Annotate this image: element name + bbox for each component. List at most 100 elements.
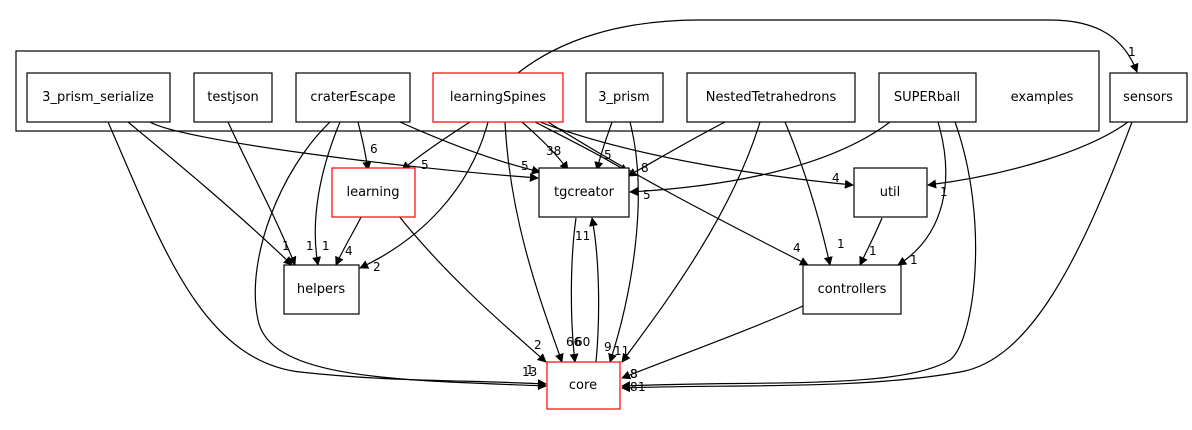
- edge-prism-core: [608, 121, 639, 363]
- node-learningSpines-box: [432, 72, 564, 123]
- node-tgcreator-box: [538, 167, 630, 218]
- node-NestedTetrahedrons[interactable]: NestedTetrahedrons: [686, 72, 856, 123]
- edge-label-craterEscape-learning: 6: [370, 142, 378, 156]
- edge-sensors-core: [621, 121, 1133, 393]
- node-core-box: [546, 361, 621, 410]
- node-testjson-label: testjson: [207, 90, 259, 105]
- edge-craterEscape-tgcreator: [399, 121, 541, 175]
- edge-craterEscape-helpers: [312, 121, 341, 266]
- edge-label-craterEscape-tgcreator: 5: [521, 159, 529, 173]
- node-3-prism-label: 3_prism: [598, 90, 649, 105]
- node-testjson-box: [193, 72, 273, 123]
- edge-learning-helpers: [335, 214, 363, 266]
- edge-learningSpines-tgcreator: [521, 121, 569, 171]
- edge-label-learningSpines-util: 4: [832, 171, 840, 185]
- edge-nested-core: [621, 121, 761, 363]
- node-sensors-box: [1109, 72, 1188, 123]
- node-controllers-label: controllers: [818, 282, 887, 297]
- edge-label-core-in-right-c: 8: [630, 380, 638, 394]
- node-craterEscape-box: [295, 72, 411, 123]
- edge-util-controllers: [859, 217, 883, 266]
- edge-label-learningSpines-sensors: 1: [1128, 45, 1136, 59]
- node-craterEscape-label: craterEscape: [310, 90, 395, 105]
- edge-controllers-core: [621, 305, 804, 380]
- node-learning[interactable]: learning: [331, 167, 416, 218]
- node-util-label: util: [880, 185, 901, 200]
- node-3-prism-box: [585, 72, 664, 123]
- node-3-prism[interactable]: 3_prism: [585, 72, 664, 123]
- edge-nested-tgcreator: [627, 121, 726, 177]
- edge-craterEscape-learning: [357, 121, 372, 171]
- edge-label-craterEscape-helpers: 1: [322, 239, 330, 253]
- node-util[interactable]: util: [853, 167, 928, 218]
- node-helpers-label: helpers: [297, 282, 345, 297]
- edge-label-sensors-util: 1: [940, 185, 948, 199]
- edge-superball-tgcreator: [629, 121, 891, 197]
- edge-learningSpines-util: [539, 121, 854, 189]
- node-SUPERball-label: SUPERball: [894, 90, 960, 105]
- edge-label-prism-serialize-core: 13: [522, 365, 537, 379]
- node-SUPERball[interactable]: SUPERball: [878, 72, 977, 123]
- edge-layer: 1 1 13 1 6 1 1 5: [107, 19, 1139, 394]
- edge-superball-core: [621, 121, 977, 391]
- edge-label-craterEscape-core: 1: [526, 363, 534, 377]
- node-3-prism-serialize-box: [26, 72, 171, 123]
- node-learning-box: [331, 167, 416, 218]
- node-util-box: [853, 167, 928, 218]
- node-controllers[interactable]: controllers: [802, 264, 902, 315]
- node-core[interactable]: core: [546, 361, 621, 410]
- edge-label-controllers-core: 8: [630, 367, 638, 381]
- examples-cluster-label: examples: [1011, 90, 1074, 105]
- edge-label-learningSpines-controllers: 4: [793, 241, 801, 255]
- edge-sensors-util: [927, 121, 1129, 189]
- edge-learningSpines-tgcreator-secondary: [534, 121, 629, 173]
- edge-label-nested-controllers: 1: [837, 237, 845, 251]
- edge-tgcreator-core: [569, 217, 579, 363]
- node-3-prism-serialize[interactable]: 3_prism_serialize: [26, 72, 171, 123]
- edge-label-superball-core: 8: [630, 367, 638, 381]
- edge-learningSpines-controllers: [547, 121, 809, 266]
- node-tgcreator-label: tgcreator: [554, 185, 615, 200]
- edge-prism-serialize-helpers: [127, 121, 293, 266]
- edge-label-testjson-helpers: 1: [306, 239, 314, 253]
- node-layer: 3_prism_serialize testjson craterEscape …: [26, 72, 1188, 410]
- node-3-prism-serialize-label: 3_prism_serialize: [42, 90, 154, 105]
- node-helpers-box: [283, 264, 360, 315]
- edge-learning-core: [397, 214, 547, 363]
- node-sensors[interactable]: sensors: [1109, 72, 1188, 123]
- edge-label-superball-controllers: 1: [910, 253, 918, 267]
- node-testjson[interactable]: testjson: [193, 72, 273, 123]
- node-core-label: core: [569, 378, 597, 393]
- edge-label-learningSpines-helpers: 2: [373, 260, 381, 274]
- edge-label-tgcreator-core: 60: [575, 335, 590, 349]
- edge-label-prism-serialize-helpers: 1: [282, 239, 290, 253]
- edge-learningSpines-helpers: [359, 121, 489, 269]
- edge-learningSpines-sensors: [517, 19, 1139, 74]
- edge-label-sensors-core: 1: [638, 380, 646, 394]
- node-sensors-label: sensors: [1123, 90, 1173, 105]
- edge-label-learning-helpers: 4: [345, 244, 353, 258]
- edge-label-core-in-right-a: 9: [604, 340, 612, 354]
- edge-label-learningSpines-tgcreator: 38: [546, 144, 561, 158]
- node-learningSpines[interactable]: learningSpines: [432, 72, 564, 123]
- node-learningSpines-label: learningSpines: [450, 90, 546, 105]
- edge-nested-controllers: [784, 121, 833, 266]
- node-tgcreator[interactable]: tgcreator: [538, 167, 630, 218]
- edge-prism-serialize-core: [107, 121, 547, 389]
- edge-label-prism-core: 5: [643, 188, 651, 202]
- edge-label-learning-core: 2: [534, 338, 542, 352]
- edge-label-learningSpines-learning: 5: [421, 158, 429, 172]
- edge-testjson-helpers: [227, 121, 297, 266]
- edge-label-util-controllers: 1: [869, 244, 877, 258]
- edge-craterEscape-core: [254, 121, 547, 391]
- edge-core-tgcreator: [589, 217, 600, 363]
- edge-label-learningSpines-tgcreator-secondary: 8: [641, 161, 649, 175]
- node-controllers-box: [802, 264, 902, 315]
- node-SUPERball-box: [878, 72, 977, 123]
- node-craterEscape[interactable]: craterEscape: [295, 72, 411, 123]
- node-NestedTetrahedrons-box: [686, 72, 856, 123]
- edge-learningSpines-core: [504, 121, 564, 363]
- node-helpers[interactable]: helpers: [283, 264, 360, 315]
